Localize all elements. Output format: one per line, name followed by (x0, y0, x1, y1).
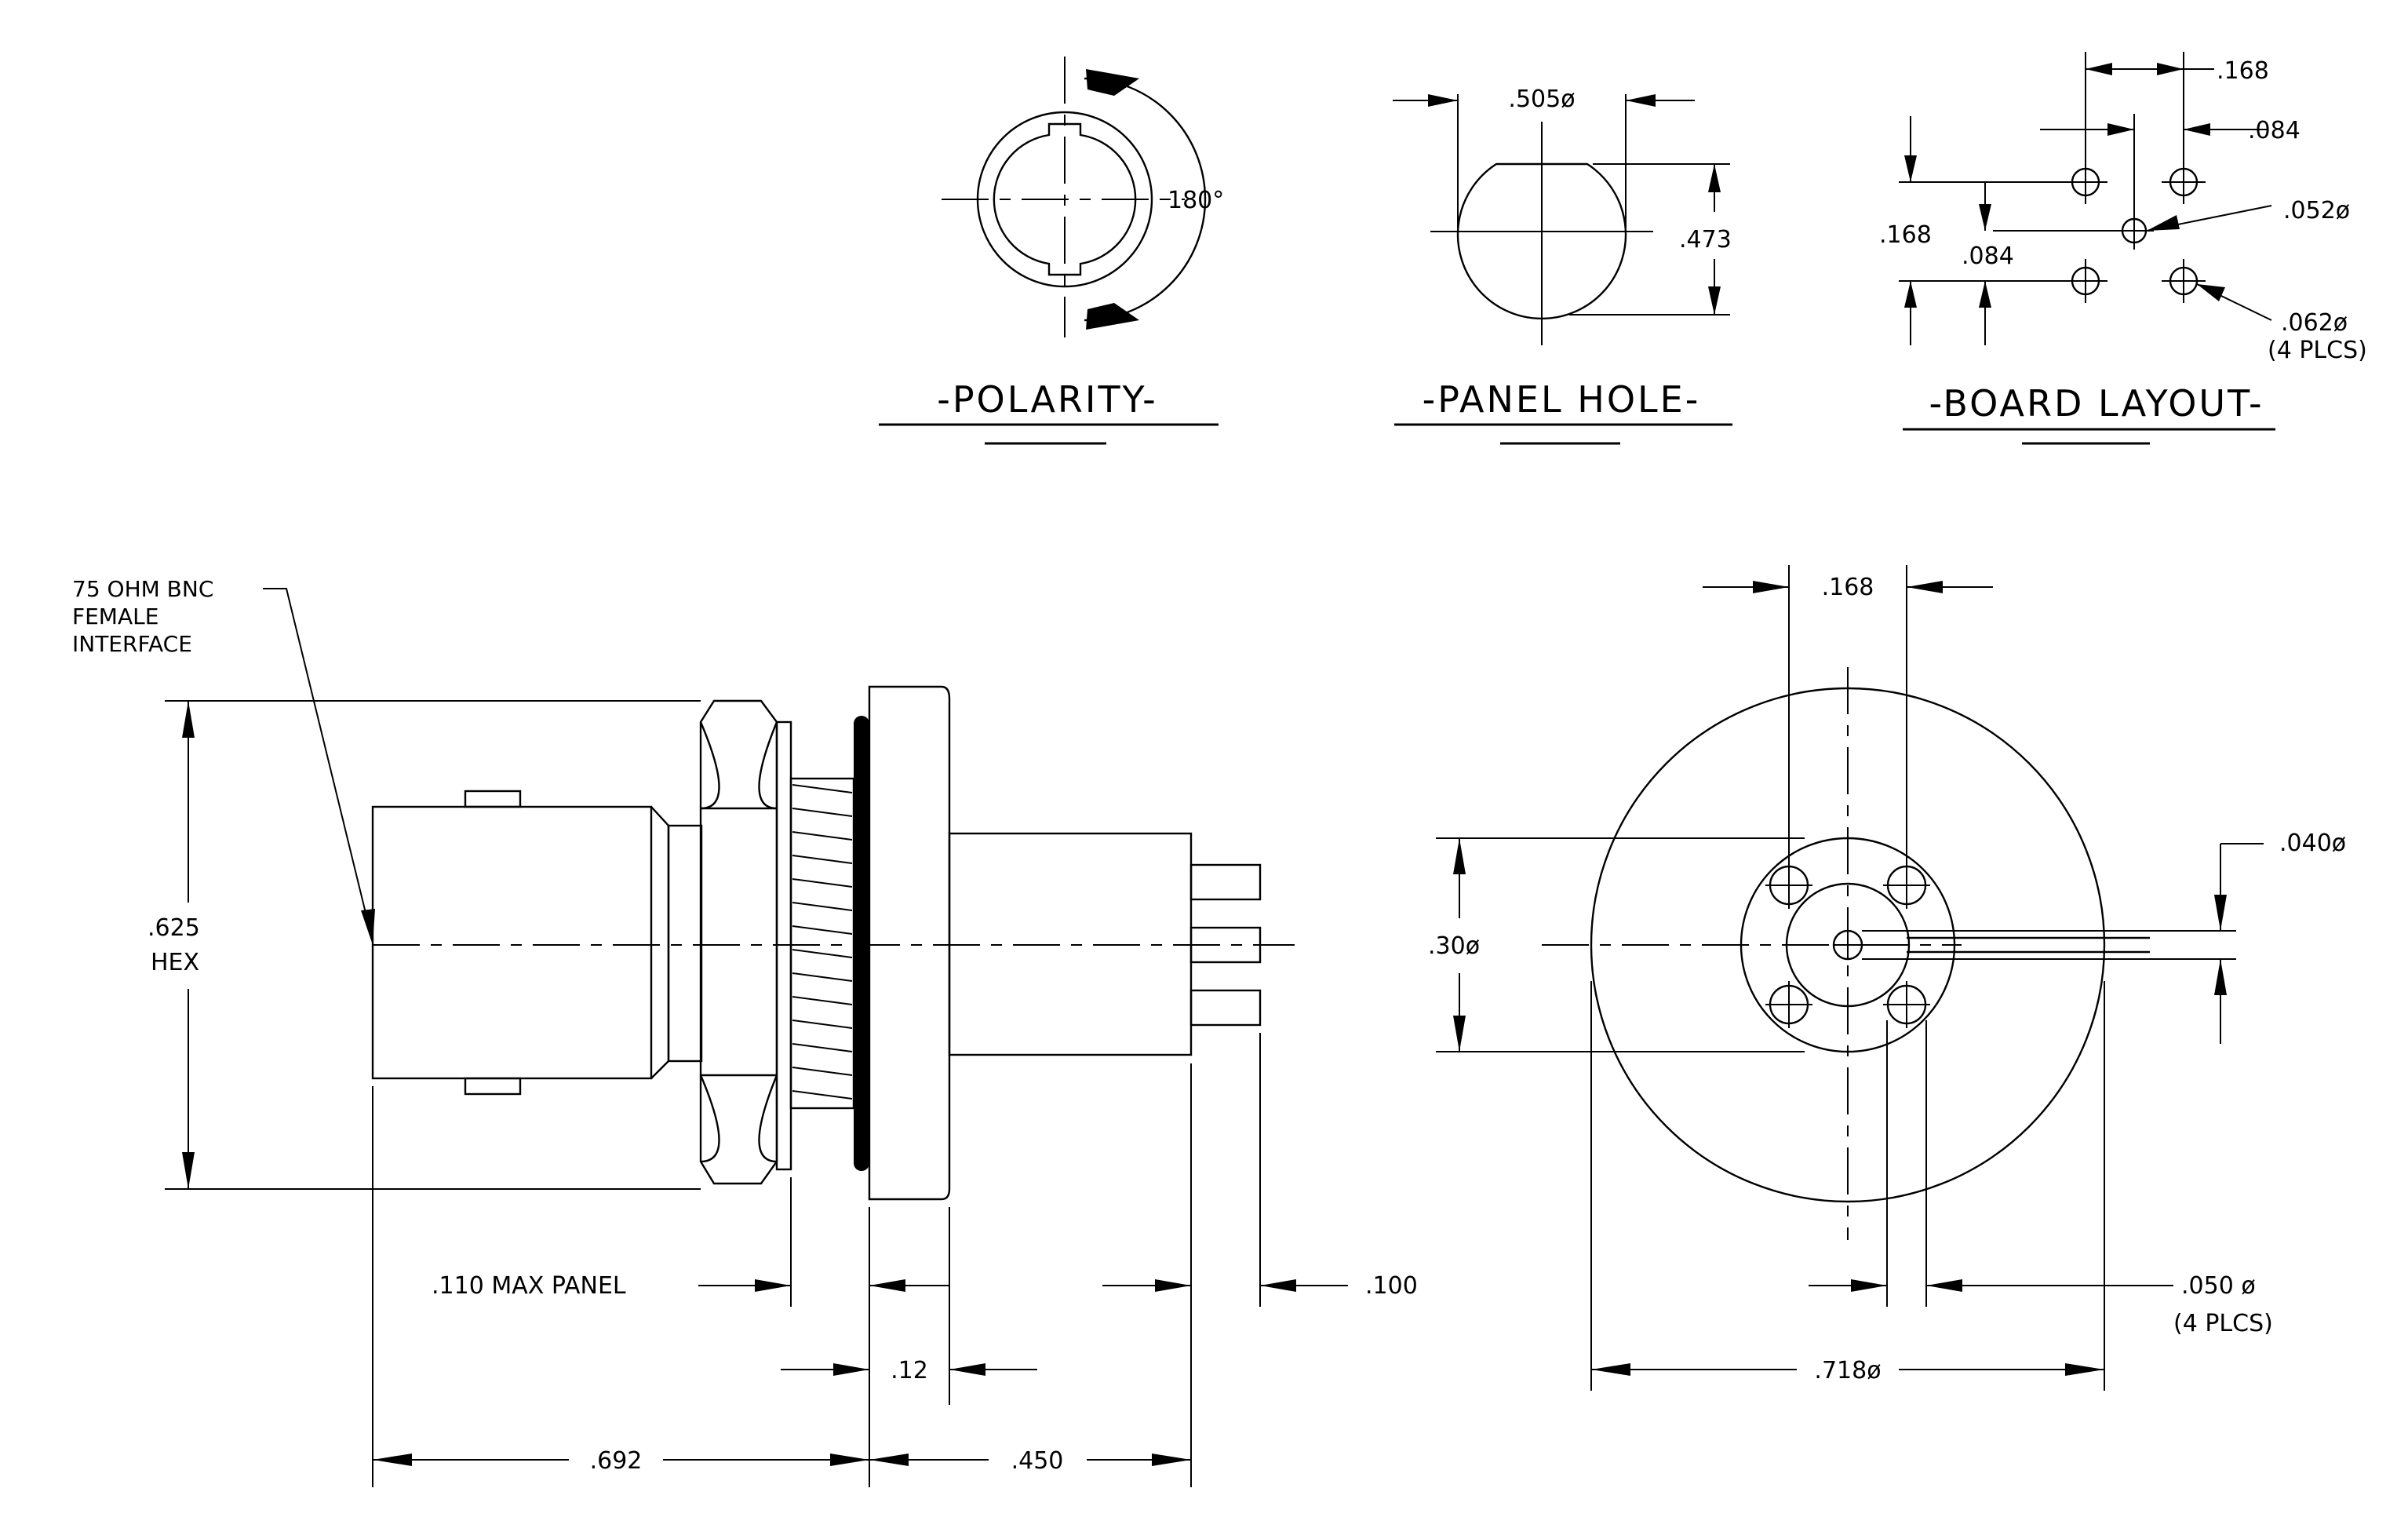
pin-length-dimension: .100 (1365, 1272, 1418, 1300)
threaded-shank (789, 777, 855, 1110)
bnc-interface-body (371, 805, 653, 1080)
end-pin-spacing: .168 (1822, 574, 1874, 601)
pin-bottom (1189, 989, 1262, 1027)
pin-diameter: .040ø (2279, 830, 2346, 857)
panel-thickness-note: .110 MAX PANEL (432, 1272, 626, 1300)
pin-top (1189, 863, 1262, 901)
panel-hole-view: .505ø .473 -PANEL HOLE- (1393, 86, 1732, 445)
board-top-spacing: .168 (2217, 57, 2269, 85)
panel-hole-flat: .473 (1679, 226, 1732, 254)
interface-callout-line2: FEMALE (72, 604, 158, 629)
polarity-angle-arc (1084, 77, 1207, 322)
front-length-dimension: .692 (590, 1447, 643, 1475)
board-outer-holes: .062ø (2281, 309, 2348, 337)
polarity-view: 180° -POLARITY- (879, 57, 1224, 445)
board-side-spacing: .168 (1879, 221, 1932, 249)
body-diameter: .30ø (1428, 932, 1480, 960)
board-side-offset: .084 (1962, 243, 2014, 270)
polarity-title: -POLARITY- (937, 378, 1158, 421)
pin-hole-qty: (4 PLCS) (2173, 1310, 2273, 1337)
panel-hole-title: -PANEL HOLE- (1423, 378, 1701, 421)
board-layout-title: -BOARD LAYOUT- (1929, 382, 2264, 425)
gasket (854, 716, 869, 1171)
polarity-keyed-bore (993, 122, 1137, 276)
interface-callout-line3: INTERFACE (72, 631, 192, 657)
flange (868, 685, 951, 1201)
panel-hole-outline (1456, 162, 1627, 320)
board-outer-holes-qty: (4 PLCS) (2268, 337, 2367, 364)
polarity-angle-label: 180° (1168, 187, 1224, 214)
pin-hole-diameter: .050 ø (2181, 1272, 2256, 1300)
board-layout-view: .168 .084 .168 .084 .052ø .062ø (4 PLCS)… (1879, 52, 2367, 445)
panel-hole-diameter: .505ø (1508, 86, 1575, 113)
flange-diameter: .718ø (1814, 1357, 1881, 1384)
board-top-offset: .084 (2248, 117, 2301, 144)
board-center-hole: .052ø (2283, 197, 2350, 224)
interface-callout-line1: 75 OHM BNC (72, 576, 213, 602)
flange-dimension: .12 (891, 1357, 928, 1384)
side-view: 75 OHM BNC FEMALE INTERFACE .625 HEX .11… (72, 576, 1418, 1487)
hex-label: HEX (151, 949, 199, 976)
hex-nut (699, 699, 778, 1185)
end-view: .040ø .168 .30ø .050 ø (4 PLCS) .718ø (1428, 565, 2346, 1391)
pin-holes (1765, 862, 1930, 1028)
rear-length-dimension: .450 (1011, 1447, 1064, 1475)
hex-dimension: .625 (148, 914, 200, 942)
